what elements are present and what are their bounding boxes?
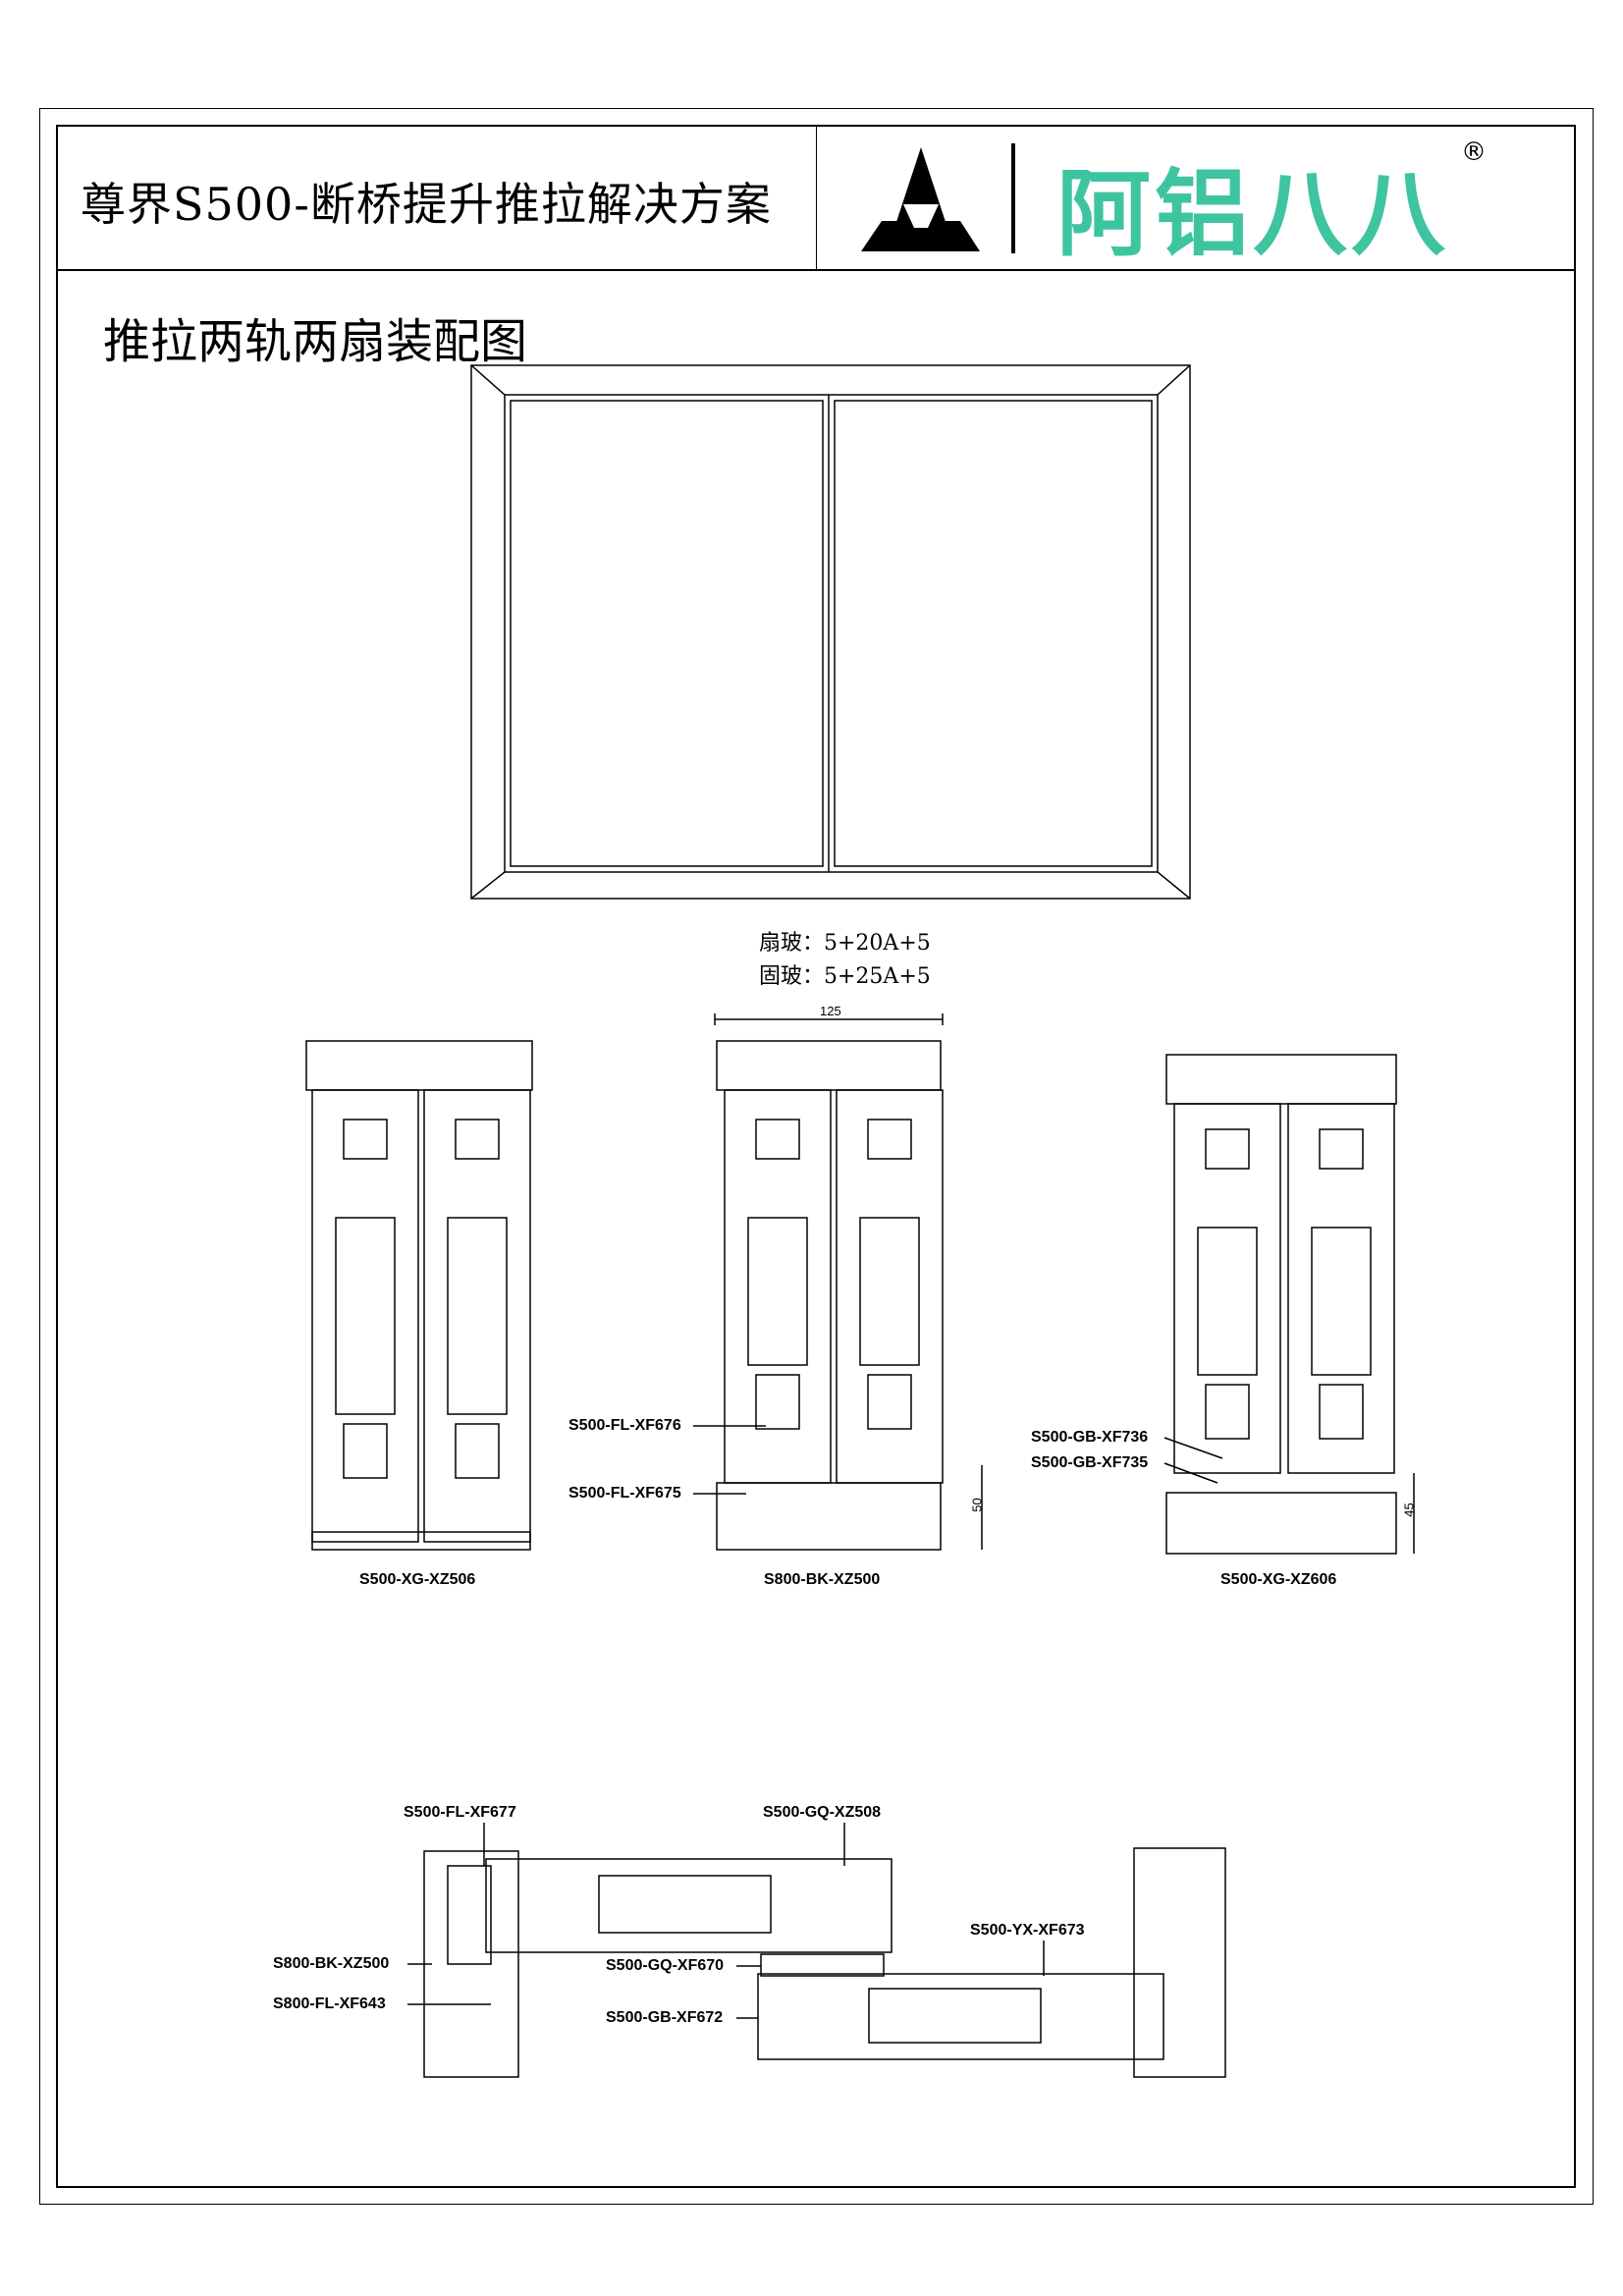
callout-gb-xf735: S500-GB-XF735 — [1031, 1454, 1149, 1471]
window-elevation — [470, 364, 1191, 900]
sash-glass-spec: 扇玻：5+20A+5 — [759, 931, 931, 956]
section-label-right: S500-XG-XZ606 — [1220, 1571, 1337, 1588]
logo-triangle-base — [861, 221, 980, 251]
section-middle — [693, 1013, 983, 1551]
logo-separator — [1011, 143, 1015, 253]
dimension-height-right: 45 — [1401, 1503, 1417, 1517]
section-label-left: S500-XG-XZ506 — [359, 1571, 476, 1588]
callout-fl-xf643: S800-FL-XF643 — [273, 1995, 386, 2012]
section-label-middle: S800-BK-XZ500 — [764, 1571, 881, 1588]
section-right — [1163, 1054, 1415, 1555]
page-border — [39, 108, 1594, 2205]
callout-gb-xf736: S500-GB-XF736 — [1031, 1429, 1149, 1446]
registered-mark: ® — [1461, 137, 1487, 167]
header-column-divider — [816, 125, 817, 270]
callout-fl-xf677: S500-FL-XF677 — [404, 1804, 516, 1821]
callout-yx-xf673: S500-YX-XF673 — [970, 1922, 1085, 1939]
drawing-title: 推拉两轨两扇装配图 — [103, 314, 528, 369]
callout-fl-xf675: S500-FL-XF675 — [568, 1485, 681, 1502]
fixed-glass-spec: 固玻：5+25A+5 — [759, 964, 931, 989]
callout-fl-xf676: S500-FL-XF676 — [568, 1417, 681, 1434]
callout-bk-xz500: S800-BK-XZ500 — [273, 1955, 390, 1972]
document-title: 尊界S500-断桥提升推拉解决方案 — [81, 178, 772, 231]
callout-gb-xf672: S500-GB-XF672 — [606, 2009, 724, 2026]
callout-gq-xz508: S500-GQ-XZ508 — [763, 1804, 882, 1821]
section-plan — [407, 1823, 1226, 2078]
header-divider — [56, 269, 1576, 271]
brand-name: 阿铝八八 — [1056, 159, 1449, 269]
callout-gq-xf670: S500-GQ-XF670 — [606, 1957, 725, 1974]
dimension-height-middle: 50 — [969, 1498, 985, 1512]
dimension-width: 125 — [820, 1004, 841, 1018]
section-left — [305, 1040, 533, 1551]
